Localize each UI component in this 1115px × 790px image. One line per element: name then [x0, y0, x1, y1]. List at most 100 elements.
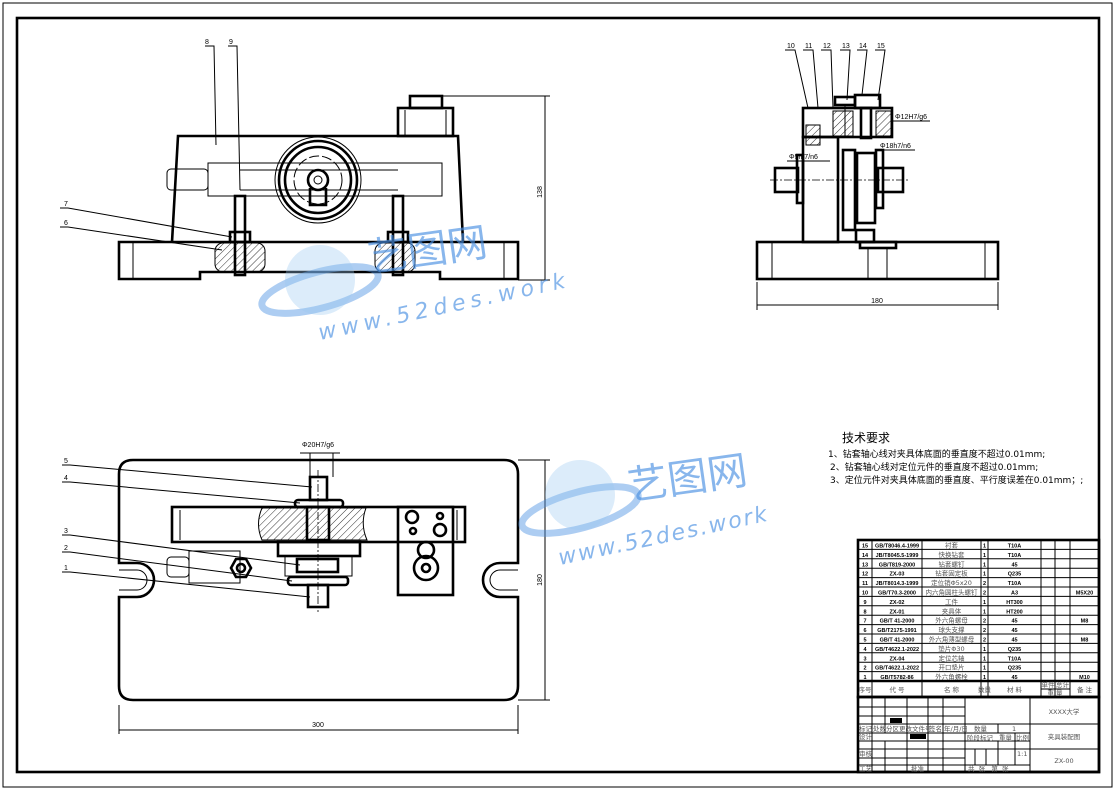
bom-cell-code: GB/T5782-86: [880, 675, 913, 681]
tb-scale: 比例: [1016, 733, 1029, 742]
bom-cell-name: 球头支撑: [939, 625, 966, 634]
tech-requirement-item: 3、定位元件对夹具体底面的垂直度、平行度误差在0.01mm；;: [830, 474, 1083, 486]
bom-cell-no: 13: [862, 562, 868, 568]
fit-18h7-n6: Φ18h7/n6: [880, 143, 911, 150]
title-block: 标记 处数 分区更改文件号 签名 年/月/日 设计 审核 工艺 批准 数量 1 …: [856, 695, 1101, 774]
tb-qty-value: 1: [1012, 725, 1016, 733]
bom-header-weight: 重 量: [1047, 689, 1063, 697]
bom-cell-code: GB/T4622.1-2022: [875, 666, 919, 672]
label-12: 12: [823, 43, 831, 50]
bom-header-note: 备 注: [1077, 685, 1093, 694]
bom-cell-code: ZX-03: [890, 572, 905, 578]
tech-requirements: 技术要求 1、钻套轴心线对夹具体底面的垂直度不超过0.01mm; 2、钻套轴心线…: [828, 431, 1083, 486]
label-15: 15: [877, 43, 885, 50]
tech-requirements-title: 技术要求: [842, 431, 890, 445]
tb-date: 年/月/日: [944, 724, 968, 733]
bom-cell-code: JB/T8045.5-1999: [876, 553, 919, 559]
bom-cell-no: 3: [863, 656, 866, 662]
bom-cell-name: 定位销Φ5x20: [931, 578, 972, 587]
bom-cell-qty: 2: [983, 638, 986, 644]
bom-cell-no: 7: [863, 619, 866, 625]
bom-cell-code: GB/T2175-1991: [877, 628, 916, 634]
watermark-brand: 艺图网: [625, 448, 750, 510]
tb-sheets: 共 张 第 张: [968, 764, 1009, 773]
tb-approve: 批准: [911, 764, 925, 773]
bom-cell-name: 定位芯轴: [939, 653, 966, 662]
bom-cell-name: 钻套螺钉: [939, 559, 966, 568]
bom-header-no: 序号: [859, 685, 873, 694]
bom-cell-name: 外六角螺母: [935, 616, 968, 625]
bom-cell-name: 钻套固定板: [935, 569, 968, 578]
bom-header-qty: 数量: [978, 685, 992, 694]
bom-cell-material: 45: [1011, 628, 1017, 634]
label-7: 7: [64, 201, 68, 208]
bom-cell-name: 快换钻套: [939, 550, 966, 559]
bom-cell-code: GB/T 41-2000: [880, 638, 915, 644]
tb-process: 工艺: [859, 765, 873, 773]
bom-header-unit: 单件: [1042, 680, 1056, 689]
dim-138: 138: [537, 186, 544, 198]
fit-5m7-n6: Φ5m7/n6: [789, 154, 818, 161]
bom-cell-material: 45: [1011, 638, 1017, 644]
tb-scale-value: 1:1: [1017, 750, 1027, 758]
bom-cell-code: GB/T8046.4-1999: [875, 544, 919, 550]
bom-cell-no: 6: [863, 628, 866, 634]
bom-cell-qty: 1: [983, 666, 986, 672]
watermark-brand: 艺图网: [365, 220, 490, 282]
bom-cell-qty: 1: [983, 675, 986, 681]
label-1: 1: [64, 565, 68, 572]
bom-cell-note: M5X20: [1076, 591, 1093, 597]
bom-cell-name: 外六角螺栓: [935, 672, 968, 681]
tb-design: 设计: [859, 732, 873, 741]
bom-cell-qty: 1: [983, 544, 986, 550]
bom-cell-material: Q235: [1008, 666, 1021, 672]
label-5: 5: [64, 458, 68, 465]
label-14: 14: [859, 43, 867, 50]
dim-180-side: 180: [871, 298, 883, 305]
tb-mark: 标记: [859, 724, 873, 733]
label-9: 9: [229, 39, 233, 46]
label-3: 3: [64, 528, 68, 535]
tech-requirement-item: 1、钻套轴心线对夹具体底面的垂直度不超过0.01mm;: [828, 448, 1045, 460]
bom-cell-qty: 2: [983, 581, 986, 587]
tb-school: XXXX大学: [1049, 707, 1080, 716]
bom-cell-code: GB/T 41-2000: [880, 619, 915, 625]
fit-12h7-g6: Φ12H7/g6: [895, 114, 927, 121]
label-10: 10: [787, 43, 795, 50]
bom-cell-no: 4: [863, 647, 867, 653]
label-8: 8: [205, 39, 209, 46]
bom-cell-material: T10A: [1008, 553, 1021, 559]
bom-cell-code: GB/T819-2000: [879, 562, 915, 568]
bom-cell-qty: 2: [983, 619, 986, 625]
bom-cell-note: M10: [1079, 675, 1090, 681]
bom-cell-name: 内六角圆柱头螺钉: [926, 588, 979, 597]
tb-stage: 阶段标记: [967, 733, 994, 742]
watermark-logo-icon: [518, 460, 642, 537]
bom-cell-code: ZX-04: [890, 656, 906, 662]
dim-180-top: 180: [537, 574, 544, 586]
tb-count: 处数: [873, 724, 887, 733]
bom-cell-material: T10A: [1008, 581, 1021, 587]
inner-frame: [15, 16, 1101, 774]
bom-cell-material: A3: [1011, 591, 1018, 597]
tb-qty-label: 数量: [974, 724, 988, 733]
bom-cell-no: 10: [862, 591, 868, 597]
bom-cell-name: 外六角薄型螺母: [929, 635, 975, 644]
bom-cell-name: 垫片Φ30: [938, 644, 964, 653]
bom-cell-no: 14: [862, 553, 869, 559]
